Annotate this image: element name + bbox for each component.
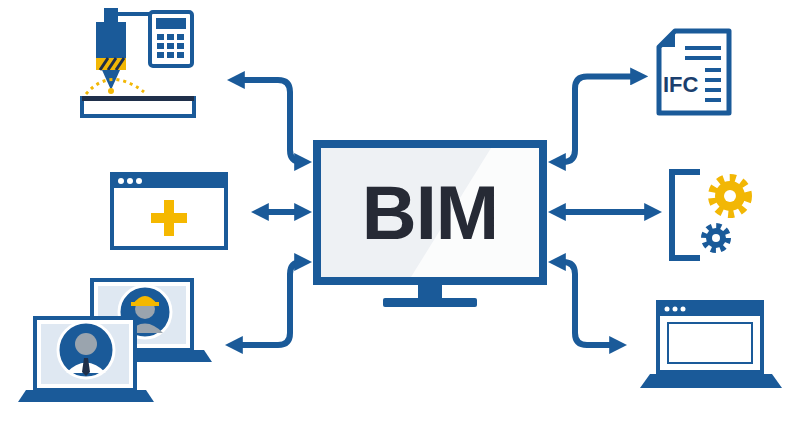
arrow xyxy=(555,209,655,215)
connector-arrow xyxy=(555,76,641,162)
ifc-document: IFC xyxy=(655,28,733,116)
node-label: IFC xyxy=(663,74,698,96)
cnc-machine-icon xyxy=(82,8,194,116)
monitor-base xyxy=(383,298,477,307)
arrow xyxy=(258,209,305,215)
add-window-icon xyxy=(112,174,226,248)
node-label: BIM xyxy=(362,175,498,251)
arrow xyxy=(234,80,305,162)
arrow xyxy=(555,262,620,345)
settings-gears-icon xyxy=(672,172,748,258)
laptop-icon xyxy=(640,302,782,388)
bim-monitor: BIM xyxy=(313,140,547,285)
arrow xyxy=(232,262,305,345)
ifc-document-outline xyxy=(655,28,733,116)
monitor-neck xyxy=(418,285,442,299)
users-laptops-icon xyxy=(18,280,212,402)
